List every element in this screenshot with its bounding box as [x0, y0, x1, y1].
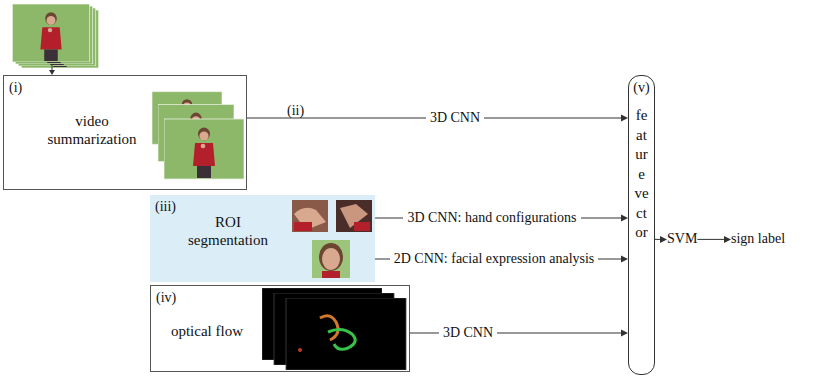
output-label: sign label: [731, 231, 785, 248]
callout-number: (ii): [287, 103, 304, 120]
edge-label: 2D CNN: facial expression analysis: [390, 251, 599, 268]
callout-number: (iii): [155, 199, 176, 216]
node-text: SVM: [667, 231, 697, 248]
vertical-text-line: feature vector: [634, 106, 649, 243]
edge-label: 3D CNN: [426, 110, 484, 127]
feature-vector: (v) feature vector: [628, 75, 655, 375]
edge-label: 3D CNN: [439, 325, 497, 342]
node-text: optical flow: [157, 322, 257, 340]
callout-number: (i): [9, 80, 22, 97]
node-text: video summarization: [42, 112, 142, 148]
node-text: sign label: [731, 231, 785, 248]
process-box: (i) video summarization: [3, 75, 247, 190]
edge-label: 3D CNN: hand configurations: [403, 210, 580, 227]
callout-number: (iv): [156, 290, 176, 307]
process-box: (iv) optical flow: [150, 285, 410, 372]
callout-number: (v): [629, 80, 654, 97]
connector-arrow: [655, 236, 667, 243]
connector-arrow: [697, 236, 731, 243]
process-box: (iii)ROI segmentation: [150, 195, 375, 282]
vertical-text-holder: feature vector: [629, 106, 654, 243]
node-text: ROI segmentation: [176, 213, 280, 249]
classifier-label: SVM: [667, 231, 697, 248]
